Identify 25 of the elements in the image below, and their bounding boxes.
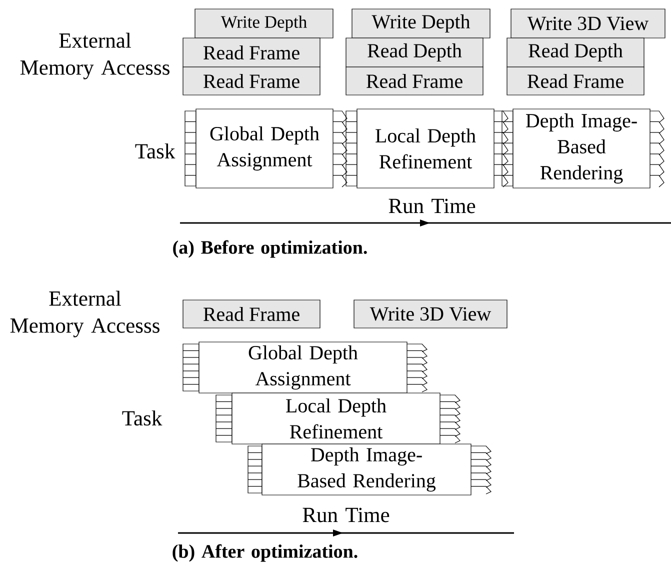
task-box: Local Depth Refinement <box>356 108 494 188</box>
row-label: External Memory Accesss <box>10 290 160 338</box>
memory-access-box: Write Depth <box>352 8 490 38</box>
memory-access-box: Write Depth <box>194 8 334 38</box>
row-label: Task <box>135 143 176 159</box>
task-box: Global Depth Assignment <box>198 342 408 394</box>
memory-access-box: Read Frame <box>182 300 320 328</box>
task-box: Global Depth Assignment <box>196 108 334 188</box>
memory-access-box: Write 3D View <box>354 300 508 328</box>
row-label: Task <box>122 410 162 426</box>
memory-access-box: Read Frame <box>506 66 644 96</box>
row-label: External Memory Accesss <box>20 32 170 80</box>
task-box: Depth Image-Based Rendering <box>262 444 472 496</box>
task-box: Local Depth Refinement <box>232 392 440 444</box>
memory-access-box: Write 3D View <box>510 8 666 38</box>
axis-label: Run Time <box>302 508 390 522</box>
memory-access-box: Read Frame <box>182 38 320 68</box>
memory-access-box: Read Depth <box>506 38 644 68</box>
task-box: Depth Image-Based Rendering <box>512 108 650 188</box>
memory-access-box: Read Frame <box>182 66 320 96</box>
caption: (b) After optimization. <box>172 544 358 562</box>
axis-label: Run Time <box>388 198 476 214</box>
caption: (a) Before optimization. <box>173 240 367 258</box>
memory-access-box: Read Depth <box>346 38 484 68</box>
memory-access-box: Read Frame <box>346 66 484 96</box>
